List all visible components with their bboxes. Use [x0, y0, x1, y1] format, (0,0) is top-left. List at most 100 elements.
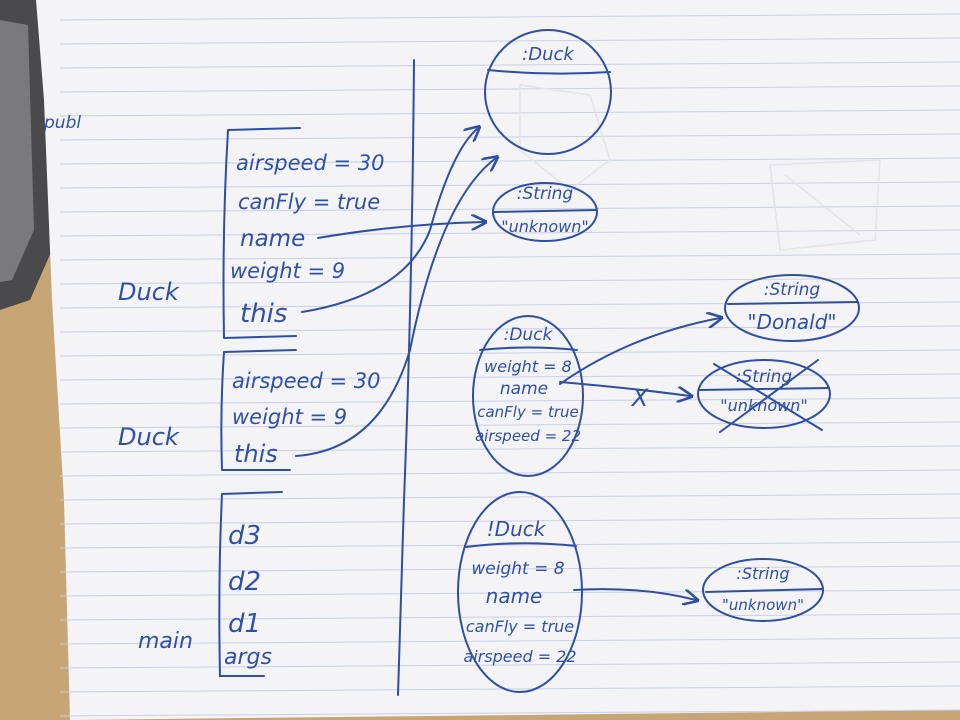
ruled-line — [59, 61, 960, 69]
field-airspeed: airspeed = 22 — [475, 427, 581, 445]
frame-bracket — [222, 127, 301, 339]
object-field: "unknown" — [722, 596, 804, 614]
object-divider — [493, 209, 597, 213]
ruled-line — [59, 109, 960, 117]
arrow-name-to-donald — [559, 318, 720, 385]
field-name: name — [500, 379, 548, 399]
var-d1: d1 — [228, 609, 261, 639]
heap-object-duck-top: :Duck — [484, 29, 612, 155]
var-airspeed: airspeed = 30 — [232, 369, 380, 393]
frame-bracket — [220, 349, 297, 471]
ruled-line — [59, 253, 960, 261]
var-d3: d3 — [228, 521, 261, 551]
ruled-line — [59, 133, 960, 141]
object-type: :Duck — [522, 44, 575, 65]
ruled-line — [59, 469, 960, 477]
heap-object-string-unknown-2: :String "unknown" — [702, 558, 824, 622]
ruled-line — [59, 349, 960, 357]
tray-highlight — [0, 20, 34, 282]
heap-object-duck-bottom: !Duck weight = 8 name canFly = true airs… — [457, 491, 583, 693]
ruled-line — [59, 661, 960, 669]
object-divider — [479, 346, 578, 351]
ruled-line — [59, 13, 960, 21]
field-canfly: canFly = true — [477, 403, 579, 421]
ruled-line — [59, 181, 960, 189]
object-divider — [727, 301, 858, 305]
ruled-line — [59, 445, 960, 453]
var-name: name — [240, 226, 305, 252]
object-field: "Donald" — [747, 310, 836, 334]
field-weight: weight = 8 — [471, 559, 564, 579]
ruled-line — [59, 325, 960, 333]
ruled-line — [59, 589, 960, 597]
frame-label: Duck — [118, 423, 180, 451]
object-type: :String — [764, 280, 821, 300]
object-divider — [487, 69, 611, 75]
object-type: :String — [736, 367, 793, 387]
ruled-line — [59, 373, 960, 381]
arrow-old-name-to-unknown — [559, 381, 690, 396]
object-type: !Duck — [487, 517, 547, 541]
heap-object-string-unknown-1: :String "unknown" — [492, 182, 598, 242]
object-divider — [699, 387, 830, 391]
margin-text: publ — [43, 113, 81, 133]
object-type: :Duck — [504, 325, 554, 345]
arrow-this-2-to-duck — [295, 158, 496, 457]
ruled-line — [59, 205, 960, 213]
ruled-line — [59, 709, 960, 717]
object-divider — [705, 588, 823, 593]
object-type: :String — [736, 564, 789, 583]
heap-object-duck-middle: :Duck weight = 8 name canFly = true airs… — [472, 315, 584, 477]
ruled-line — [59, 37, 960, 45]
field-airspeed: airspeed = 22 — [463, 647, 576, 666]
var-this: this — [234, 440, 278, 468]
object-field: "unknown" — [501, 217, 588, 236]
var-this: this — [240, 299, 287, 329]
var-canfly: canFly = true — [238, 190, 380, 214]
object-oval — [702, 558, 824, 622]
ruled-line — [59, 157, 960, 165]
ruled-line — [59, 637, 960, 645]
arrow-name-to-unknown-2 — [573, 588, 696, 600]
object-field: "unknown" — [720, 396, 807, 415]
object-oval — [484, 29, 612, 155]
broken-reference-mark: X — [630, 384, 649, 412]
frame-bracket — [218, 491, 283, 677]
ruled-line — [59, 397, 960, 405]
stack-heap-divider — [397, 59, 415, 696]
paper-sheet — [36, 0, 960, 720]
object-type: :String — [517, 184, 574, 204]
frame-label: Duck — [118, 278, 180, 306]
object-oval — [697, 359, 831, 429]
object-oval — [472, 315, 584, 477]
object-oval — [457, 491, 583, 693]
field-weight: weight = 8 — [484, 357, 572, 376]
field-name: name — [486, 584, 543, 608]
var-d2: d2 — [228, 567, 261, 597]
heap-object-string-donald: :String "Donald" — [724, 274, 860, 342]
ruled-line — [59, 517, 960, 525]
arrow-this-to-duck — [301, 128, 478, 313]
var-weight: weight = 9 — [232, 405, 347, 429]
ruled-line — [59, 277, 960, 285]
ruled-line — [59, 565, 960, 573]
ruled-line — [59, 541, 960, 549]
ruled-line — [59, 493, 960, 501]
stack-frame-duck-1: Duck airspeed = 30 canFly = true name we… — [118, 127, 384, 339]
arrow-name-to-string — [317, 222, 484, 239]
var-weight: weight = 9 — [230, 259, 345, 283]
ruled-line — [59, 685, 960, 693]
stack-frame-main: main d3 d2 d1 args — [138, 491, 283, 677]
object-oval — [724, 274, 860, 342]
stack-frame-duck-2: Duck airspeed = 30 weight = 9 this — [118, 349, 380, 471]
frame-label: main — [138, 629, 193, 654]
cross-out-mark — [713, 359, 823, 433]
var-airspeed: airspeed = 30 — [236, 151, 384, 175]
var-args: args — [224, 645, 272, 670]
ruled-line — [59, 613, 960, 621]
heap-object-string-unknown-crossed: :String "unknown" — [697, 359, 831, 433]
object-divider — [465, 542, 577, 548]
ruled-line — [59, 85, 960, 93]
show-through-marks — [519, 84, 881, 251]
